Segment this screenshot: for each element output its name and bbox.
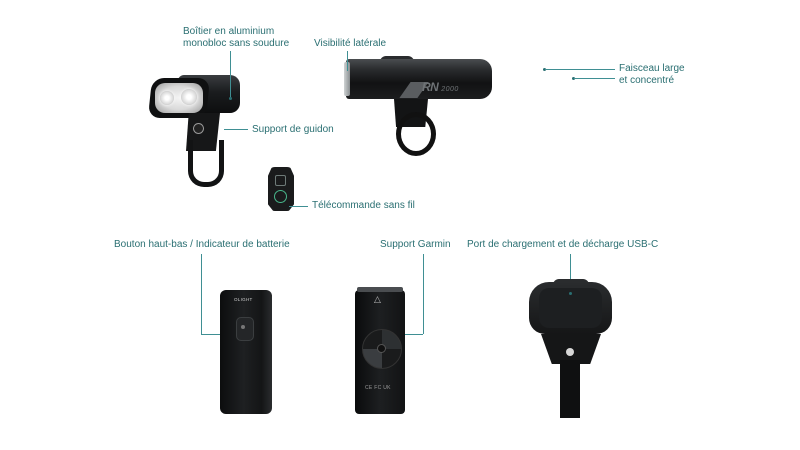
callout-line-usb <box>570 254 571 294</box>
callout-line-mount <box>224 129 248 130</box>
side-light-lens-cap <box>344 62 350 96</box>
model-name: RN <box>422 80 439 94</box>
callout-line-remote <box>289 206 308 207</box>
led-icon <box>160 91 174 105</box>
callout-line-beam-1 <box>545 69 615 70</box>
callout-line-beam-2 <box>574 78 615 79</box>
led-icon <box>181 89 197 105</box>
certification-marks: CE FC UK <box>365 385 391 391</box>
label-beam-line2: et concentré <box>619 75 675 86</box>
callout-line-garmin-v <box>423 254 424 334</box>
model-number: 2000 <box>441 86 459 93</box>
callout-dot-beam-1 <box>543 68 546 71</box>
callout-line-visibility <box>347 51 348 71</box>
handlebar-strap <box>188 140 224 187</box>
side-light-ring-strap <box>396 112 436 156</box>
garmin-dial-center-icon <box>377 344 386 353</box>
callout-line-button-v <box>201 254 202 334</box>
label-handlebar-mount: Support de guidon <box>252 124 334 135</box>
callout-line-garmin-h <box>389 334 423 335</box>
top-view-body <box>220 290 272 414</box>
battery-indicator-icon <box>241 325 245 329</box>
remote-round-button-icon <box>274 190 287 203</box>
brand-logo: OLIGHT <box>234 297 253 302</box>
label-garmin: Support Garmin <box>380 239 451 250</box>
remote-body <box>268 167 294 211</box>
label-side-visibility: Visibilité latérale <box>314 38 387 49</box>
callout-dot-housing <box>229 97 232 100</box>
label-button-battery: Bouton haut-bas / Indicateur de batterie <box>114 239 290 250</box>
power-button-icon <box>193 123 204 134</box>
callout-dot-beam-2 <box>572 77 575 80</box>
label-housing-line2: monobloc sans soudure <box>183 38 290 49</box>
remote-square-button-icon <box>275 175 286 186</box>
mount-screw-icon <box>566 348 574 356</box>
label-beam-line1: Faisceau large <box>619 63 685 74</box>
rear-view-strap <box>560 360 580 418</box>
callout-dot-usb <box>569 292 572 295</box>
side-light-model-logo: RN 2000 <box>422 80 459 94</box>
bottom-view-lens-edge <box>357 287 403 292</box>
up-down-button-icon <box>236 317 254 341</box>
label-usb-port: Port de chargement et de décharge USB-C <box>467 239 659 250</box>
label-remote: Télécommande sans fil <box>312 200 415 211</box>
warning-triangle-icon: △ <box>374 294 381 304</box>
label-housing-line1: Boîtier en aluminium <box>183 26 275 37</box>
callout-line-housing <box>230 51 231 99</box>
